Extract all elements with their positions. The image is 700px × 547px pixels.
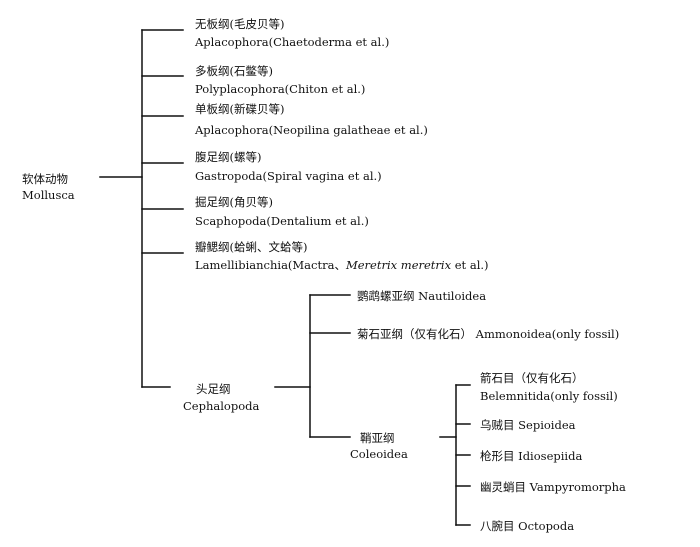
subclass-coleoidea-zh: 鞘亚纲 [360, 431, 395, 445]
order-sepioidea: 乌贼目 Sepioidea [480, 418, 576, 432]
class-cephalopoda-en: Cephalopoda [183, 399, 260, 413]
class-monoplacophora-en: Aplacophora(Neopilina galatheae et al.) [195, 123, 428, 137]
lamellibranchia-en-post: et al.) [451, 258, 489, 272]
class-lamellibranchia-en: Lamellibianchia(Mactra、Meretrix meretrix… [195, 257, 489, 273]
lamellibranchia-en-pre: Lamellibianchia(Mactra、 [195, 258, 346, 272]
class-cephalopoda-zh: 头足纲 [196, 382, 231, 396]
class-aplacophora-zh: 无板纲(毛皮贝等) [195, 17, 285, 31]
class-scaphopoda-en: Scaphopoda(Dentalium et al.) [195, 214, 369, 228]
subclass-ammonoidea: 菊石亚纲（仅有化石） Ammonoidea(only fossil) [357, 327, 620, 341]
class-polyplacophora-en: Polyplacophora(Chiton et al.) [195, 82, 366, 96]
lamellibranchia-en-species: Meretrix meretrix [345, 258, 452, 272]
order-idiosepiida: 枪形目 Idiosepiida [480, 449, 583, 463]
order-octopoda: 八腕目 Octopoda [480, 519, 575, 533]
order-belemnitida-zh: 箭石目（仅有化石） [480, 371, 584, 385]
order-vampyromorpha: 幽灵蛸目 Vampyromorpha [480, 480, 626, 494]
class-lamellibranchia-zh: 瓣鳃纲(蛤蜊、文蛤等) [195, 240, 308, 254]
subclass-nautiloidea: 鹦鹉螺亚纲 Nautiloidea [357, 289, 487, 303]
class-monoplacophora-zh: 单板纲(新碟贝等) [195, 102, 285, 116]
root-name-en: Mollusca [22, 188, 75, 202]
class-gastropoda-en: Gastropoda(Spiral vagina et al.) [195, 169, 382, 183]
order-belemnitida-en: Belemnitida(only fossil) [480, 389, 618, 403]
class-gastropoda-zh: 腹足纲(螺等) [195, 150, 262, 164]
class-aplacophora-en: Aplacophora(Chaetoderma et al.) [195, 35, 390, 49]
class-scaphopoda-zh: 掘足纲(角贝等) [195, 195, 273, 209]
class-polyplacophora-zh: 多板纲(石鳖等) [195, 64, 273, 78]
subclass-coleoidea-en: Coleoidea [350, 447, 408, 461]
root-name-zh: 软体动物 [22, 172, 68, 186]
